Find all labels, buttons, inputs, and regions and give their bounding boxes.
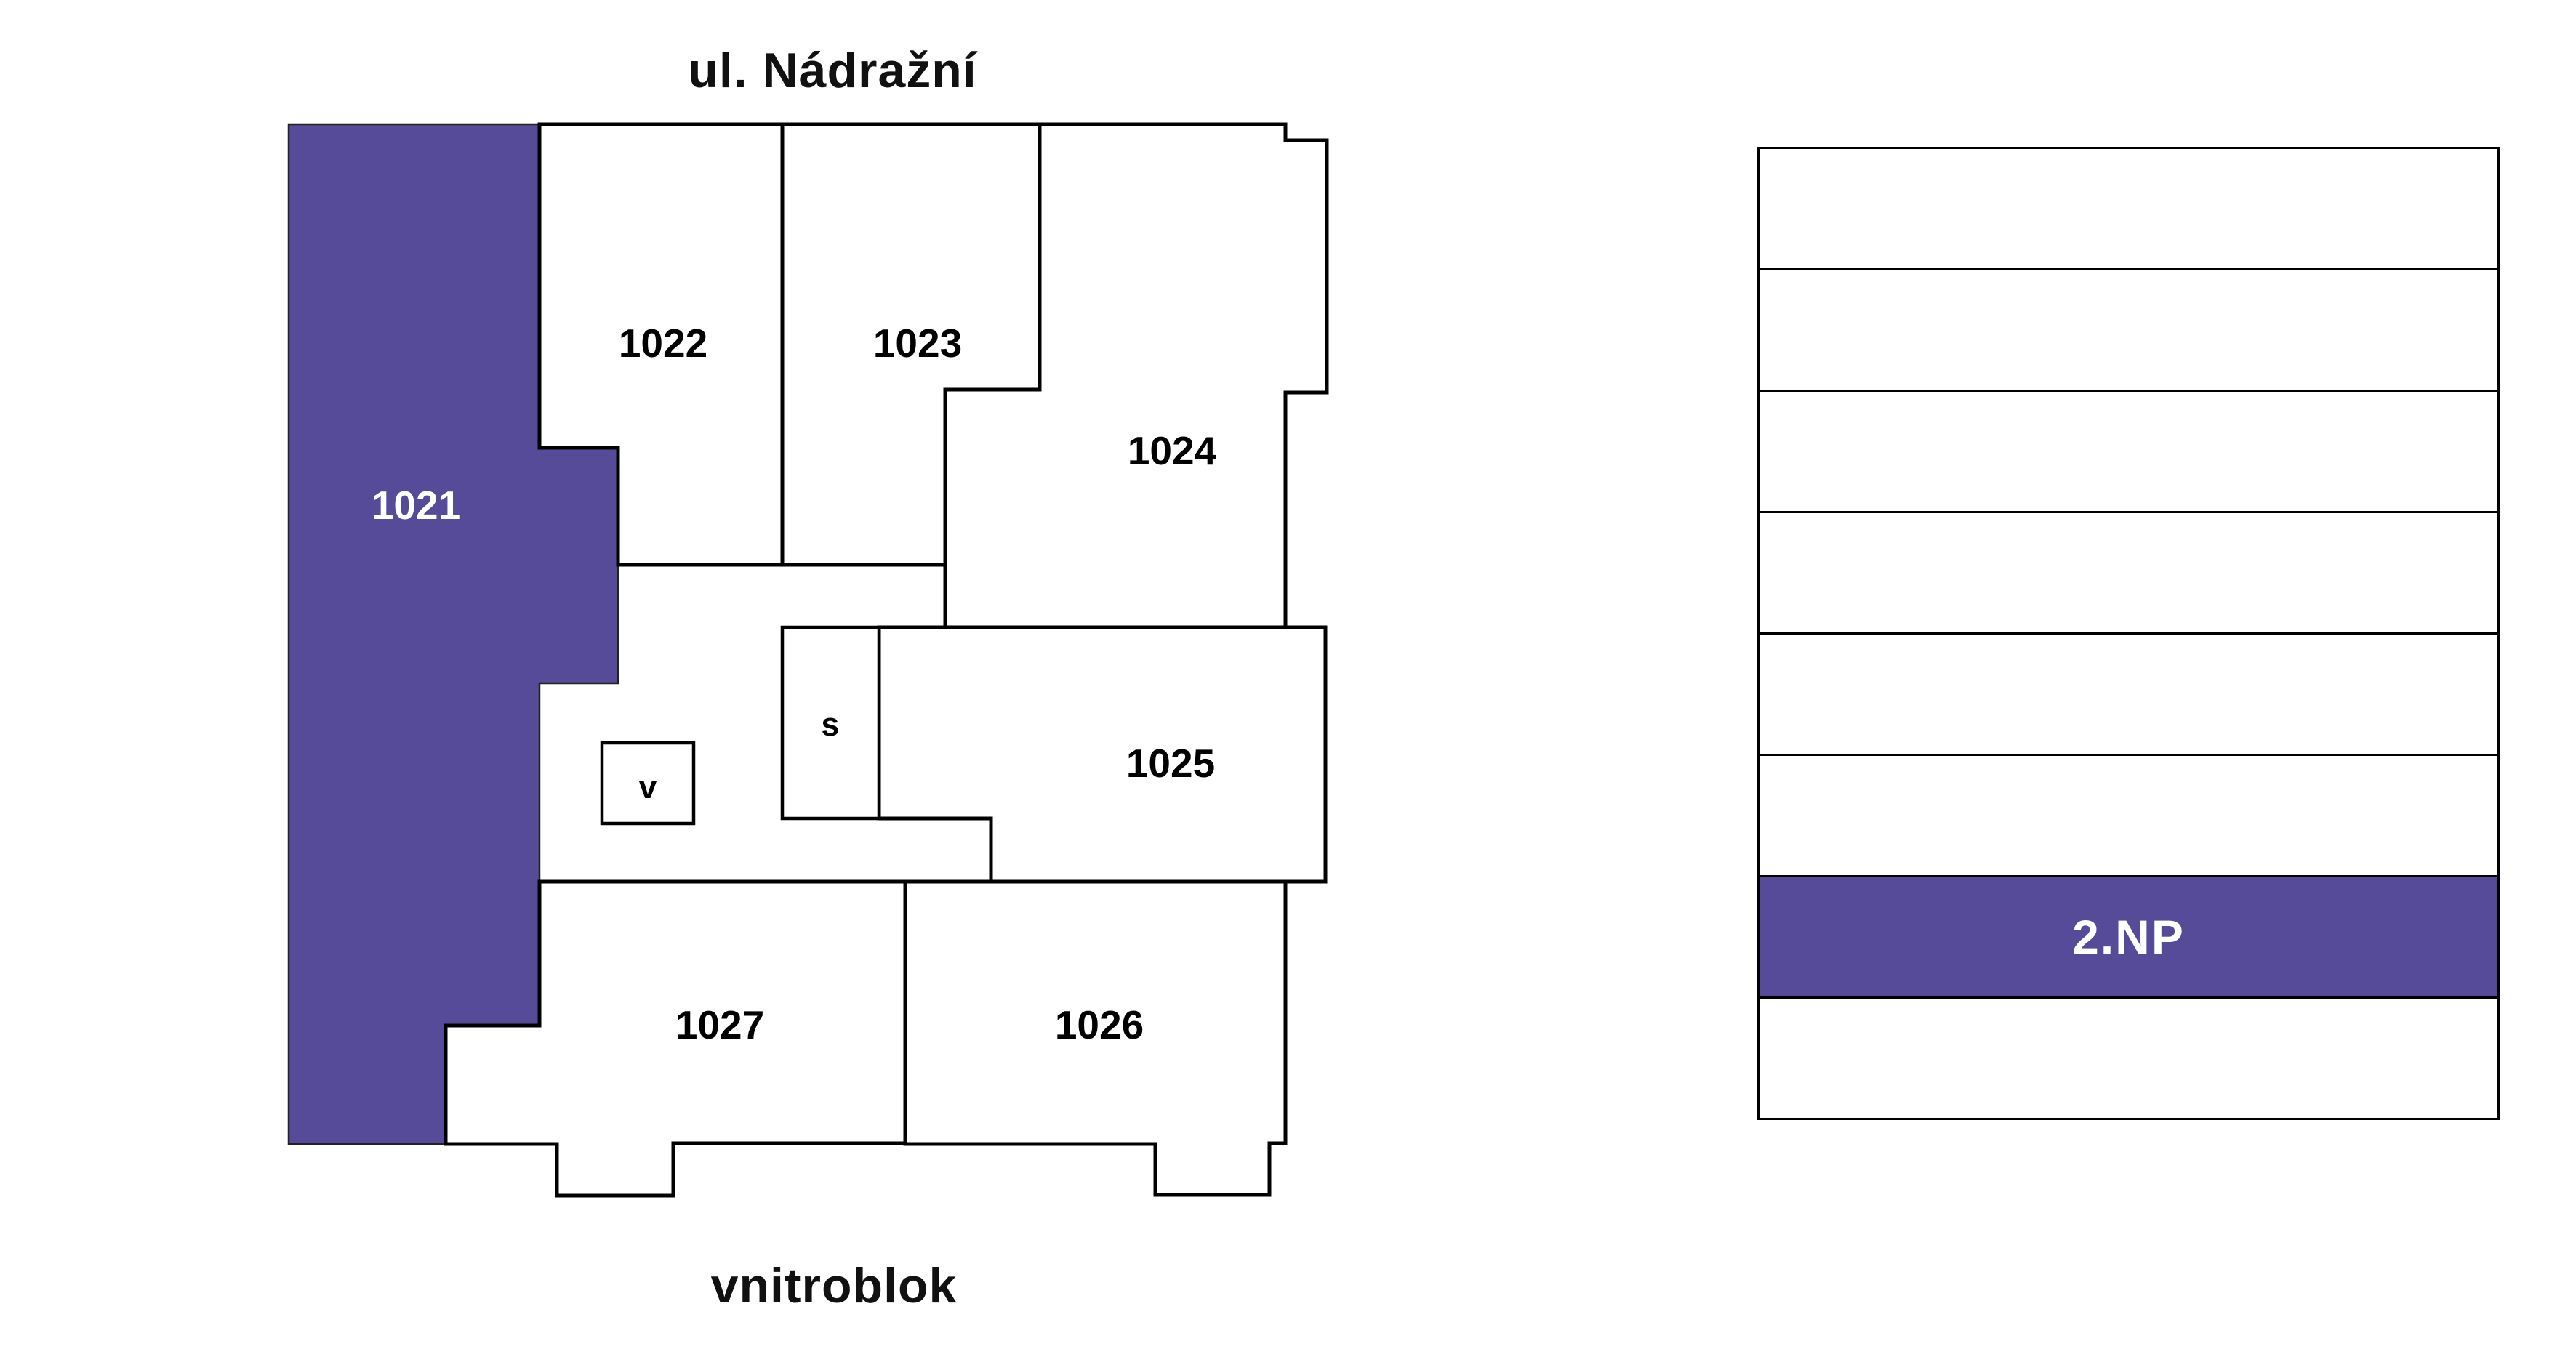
active-floor-label: 2.NP [2072, 910, 2185, 964]
floor-row-2[interactable] [1760, 270, 2497, 392]
floor-row-3[interactable] [1760, 392, 2497, 513]
floor-row-4[interactable] [1760, 513, 2497, 635]
unit-label-1025: 1025 [1126, 741, 1215, 786]
room-label-s: s [821, 706, 839, 743]
room-area-s[interactable] [780, 625, 881, 821]
unit-label-1023: 1023 [873, 321, 962, 366]
floor-row-1[interactable] [1760, 149, 2497, 270]
unit-area-1027[interactable] [444, 879, 907, 1198]
floor-row-8[interactable] [1760, 999, 2497, 1118]
unit-label-1022: 1022 [619, 321, 707, 366]
floor-row-5[interactable] [1760, 635, 2497, 756]
room-label-v: v [638, 768, 657, 805]
unit-label-1027: 1027 [675, 1002, 764, 1047]
floor-selector: 2.NP [1757, 147, 2500, 1120]
floor-row-6[interactable] [1760, 756, 2497, 877]
unit-label-1024: 1024 [1128, 428, 1217, 473]
unit-area-1026[interactable] [903, 879, 1288, 1197]
unit-label-1021: 1021 [372, 483, 460, 528]
unit-area-1025[interactable] [877, 625, 1328, 884]
street-label-bottom: vnitroblok [710, 1258, 958, 1313]
unit-area-1024[interactable] [943, 122, 1329, 629]
unit-label-1026: 1026 [1055, 1002, 1144, 1047]
room-area-v[interactable] [600, 741, 696, 826]
floor-row-active-2np[interactable]: 2.NP [1760, 877, 2497, 999]
street-label-top: ul. Nádražní [688, 43, 977, 98]
